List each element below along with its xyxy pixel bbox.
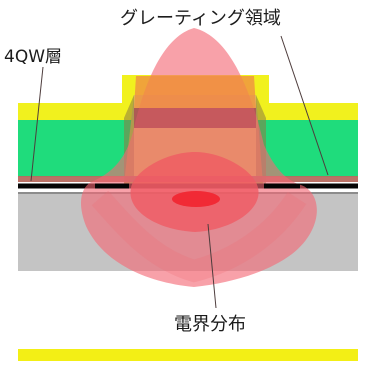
field-distribution-label: 電界分布 (174, 314, 246, 335)
ridge-field-overlap (134, 76, 256, 108)
qw-leader-line (30, 66, 44, 182)
field-leader-line (207, 223, 217, 309)
field-distribution-core (172, 191, 220, 207)
bottom-yellow-layer (18, 349, 358, 361)
grating-field-overlap (134, 108, 256, 128)
grating-region-label: グレーティング領域 (120, 8, 281, 29)
field-distribution-lower-shade (91, 190, 307, 283)
qw-layer-label: 4QW層 (4, 47, 62, 67)
grating-leader-line (280, 35, 329, 176)
